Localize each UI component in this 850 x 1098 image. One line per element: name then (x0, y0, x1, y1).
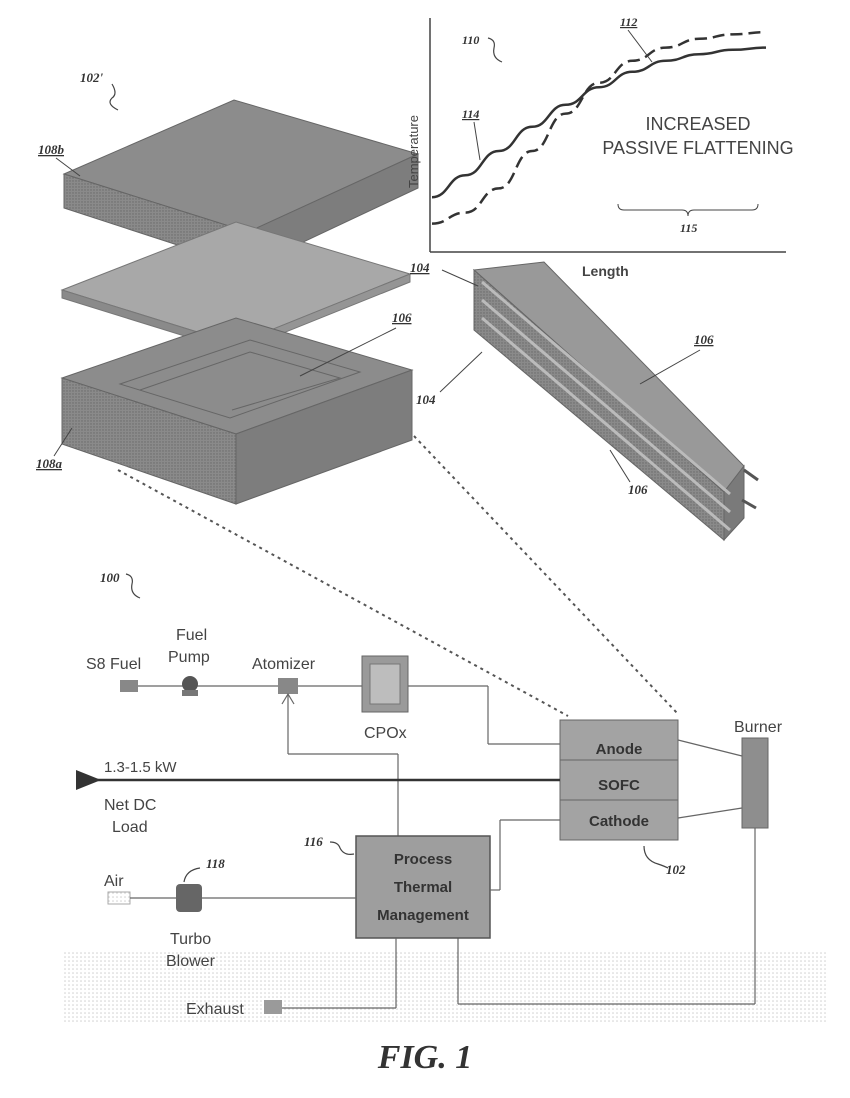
atomizer-icon (278, 678, 298, 694)
fuel-pump-icon (182, 676, 198, 692)
leader-104-top (442, 270, 478, 286)
leader-106-tube-a (640, 350, 700, 384)
net-dc-label-2: Load (112, 819, 148, 836)
projection-line-tubes (414, 436, 678, 714)
ref-106-tube-b: 106 (628, 482, 648, 497)
ref-106-tube-a: 106 (694, 332, 714, 347)
power-label: 1.3-1.5 kW (104, 759, 177, 776)
turbo-blower-label-1: Turbo (170, 931, 211, 948)
ref-108a: 108a (36, 456, 63, 471)
ref-116: 116 (304, 834, 323, 849)
exploded-stack: 102' 108b 108a 106 (36, 70, 418, 504)
net-dc-label-1: Net DC (104, 797, 156, 814)
ref-102-prime: 102' (80, 70, 104, 85)
leader-114 (474, 122, 480, 160)
burner-label: Burner (734, 719, 783, 736)
air-label: Air (104, 873, 124, 890)
sofc-label: SOFC (598, 777, 640, 794)
brace-115 (618, 204, 758, 216)
ref-100-squiggle (126, 574, 140, 598)
chart-y-label: Temperature (406, 115, 421, 188)
ref-114: 114 (462, 107, 479, 121)
fuel-pump-label-2: Pump (168, 649, 210, 666)
ptm-label-2: Thermal (394, 879, 452, 896)
ref-100: 100 (100, 570, 120, 585)
ref-104-side: 104 (416, 392, 436, 407)
s8-fuel-valve-icon (120, 680, 138, 692)
ref-108b: 108b (38, 142, 65, 157)
ptm-label-3: Management (377, 907, 469, 924)
burner-box (742, 738, 768, 828)
anode-label: Anode (596, 741, 643, 758)
leader-104-side (440, 352, 482, 392)
exhaust-label: Exhaust (186, 1001, 244, 1018)
ref-106-stack: 106 (392, 310, 412, 325)
s8-fuel-label: S8 Fuel (86, 656, 141, 673)
ref-110: 110 (462, 33, 479, 47)
system-schematic: 100 S8 Fuel Fuel Pump Atomizer CPOx Anod… (62, 570, 828, 1022)
leader-112 (628, 30, 652, 62)
atomizer-label: Atomizer (252, 656, 316, 673)
ref-102-prime-squiggle (110, 84, 118, 110)
ref-112: 112 (620, 15, 637, 29)
turbo-blower-icon (176, 884, 202, 912)
ref-115: 115 (680, 221, 697, 235)
turbo-blower-label-2: Blower (166, 953, 216, 970)
ref-110-squiggle (488, 38, 502, 62)
fuel-pump-label-1: Fuel (176, 627, 207, 644)
chart-note-line1: INCREASED (645, 114, 750, 134)
cathode-label: Cathode (589, 813, 649, 830)
figure-caption: FIG. 1 (377, 1039, 472, 1076)
ptm-label-1: Process (394, 851, 452, 868)
ref-104-top: 104 (410, 260, 430, 275)
cpox-label: CPOx (364, 725, 407, 742)
temperature-length-chart: Length Temperature 110 112 114 INCREASED… (406, 15, 794, 279)
tube-bundle: 104 104 106 106 (410, 260, 758, 540)
ref-102: 102 (666, 862, 686, 877)
ref-118: 118 (206, 856, 225, 871)
chart-x-label: Length (582, 263, 629, 279)
air-inlet-icon (108, 892, 130, 904)
chart-note-line2: PASSIVE FLATTENING (602, 138, 793, 158)
exhaust-outlet-icon (264, 1000, 282, 1014)
